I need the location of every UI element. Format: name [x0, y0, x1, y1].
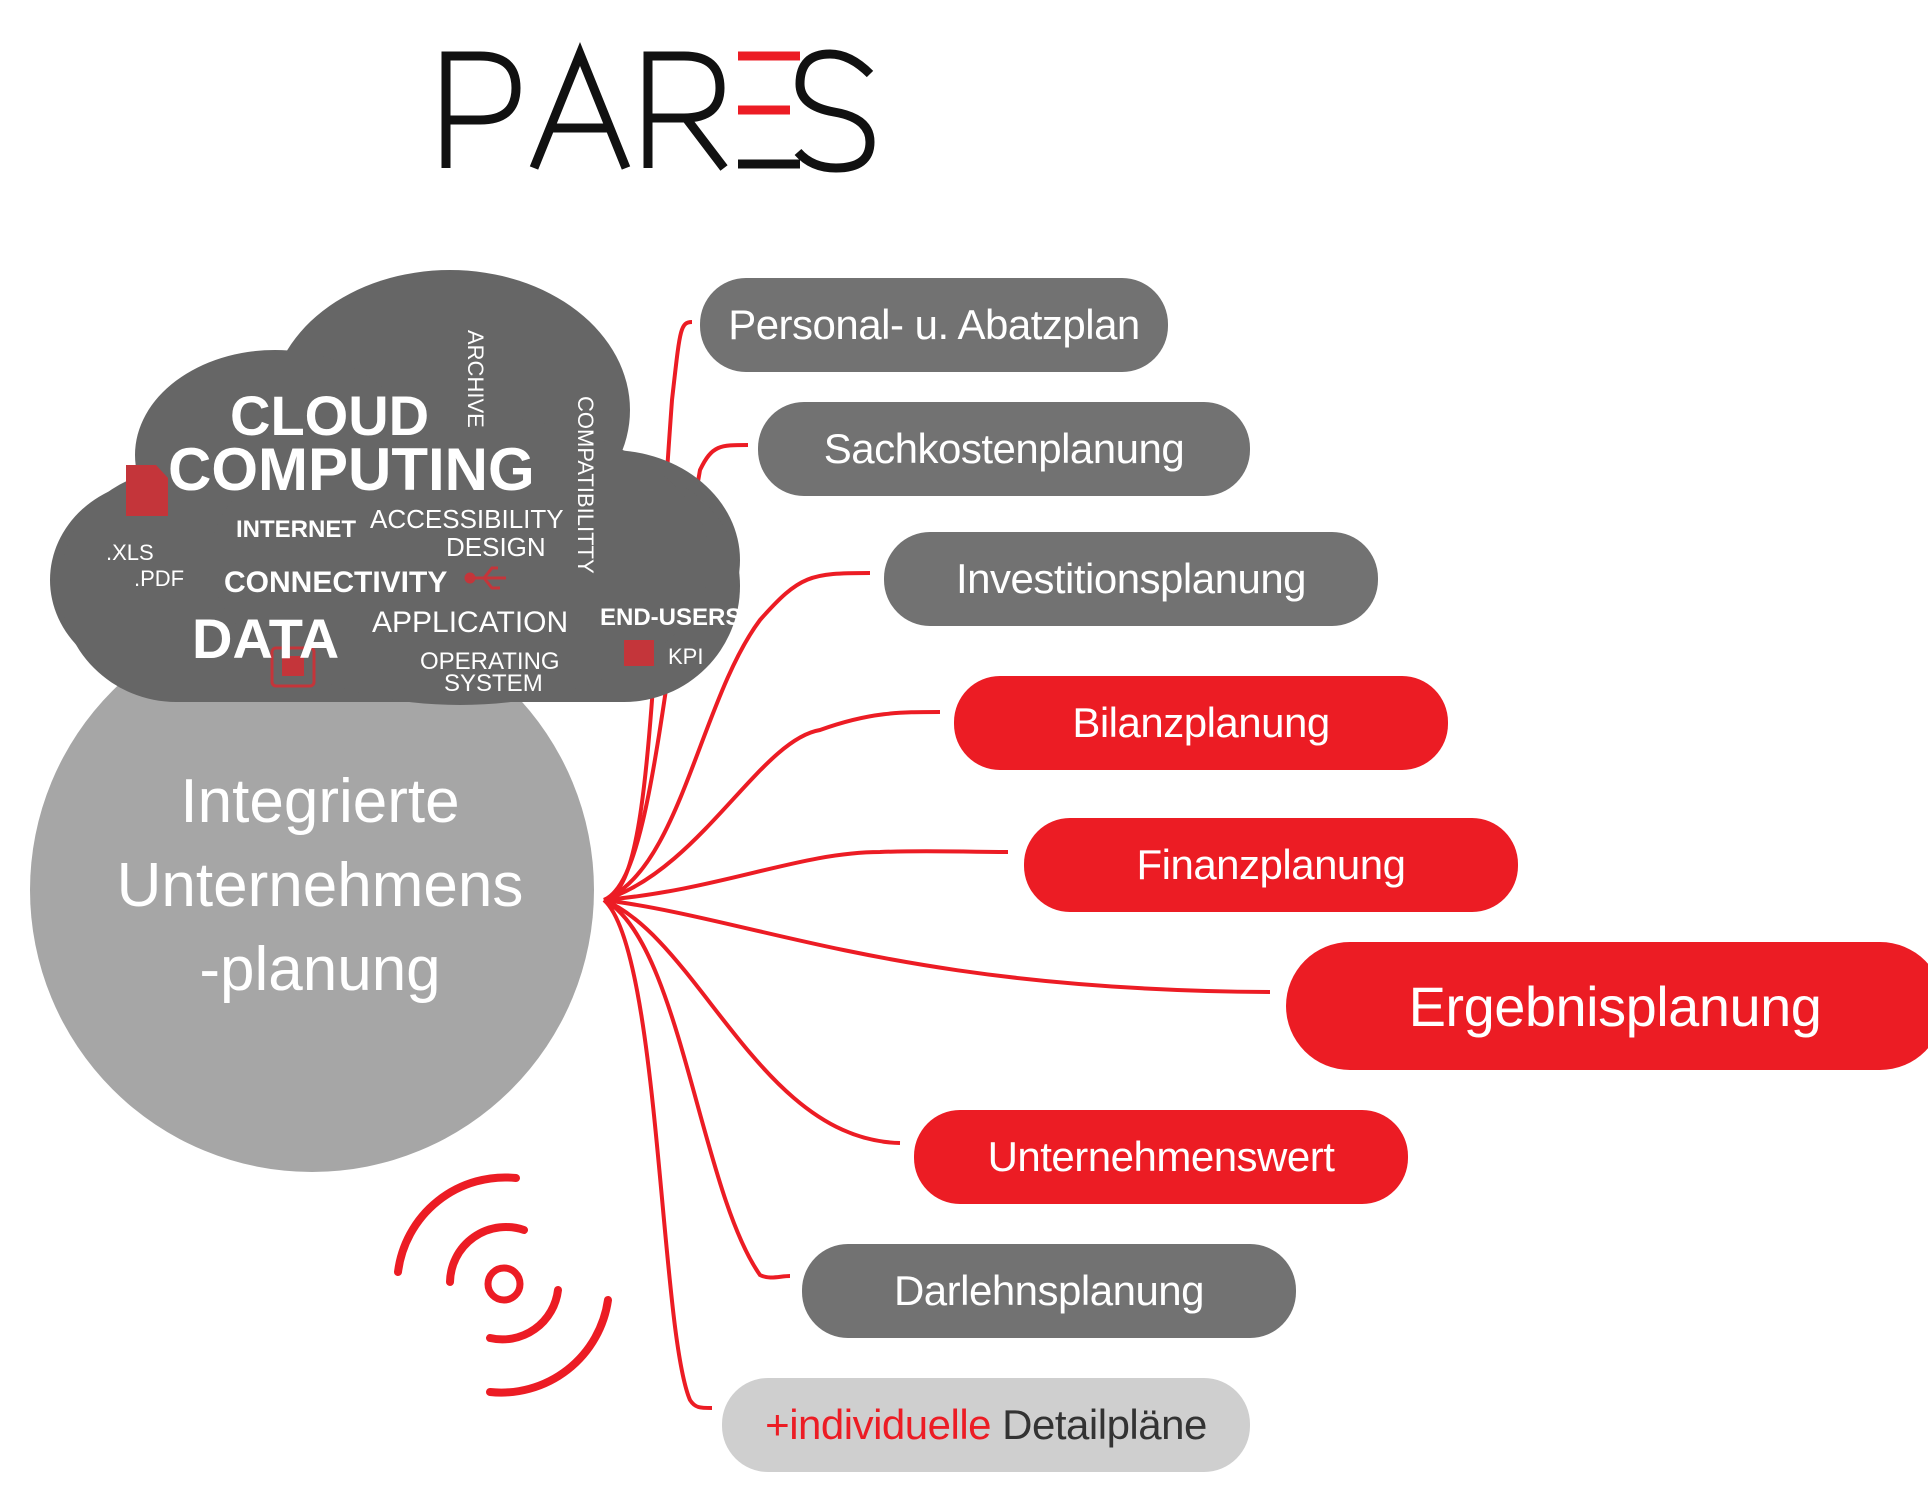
document-icon: [126, 465, 168, 516]
branch-unternehmenswert[interactable]: Unternehmenswert: [914, 1110, 1408, 1204]
hub-line-2: Unternehmens: [116, 851, 524, 920]
usb-icon: [464, 566, 506, 590]
cloud-word-system: SYSTEM: [444, 670, 543, 697]
cloud-title-line1: CLOUD: [230, 384, 430, 447]
branch-bilanz[interactable]: Bilanzplanung: [954, 676, 1448, 770]
cloud-word-connectivity: CONNECTIVITY: [224, 566, 448, 599]
wireless-signal-icon: [394, 1173, 612, 1397]
cloud-word-compatibility: COMPATIBILITTY: [573, 396, 598, 574]
cloud-word-application: APPLICATION: [372, 606, 569, 639]
individuelle-prefix: +individuelle: [765, 1401, 992, 1448]
connector-6: [603, 898, 1271, 994]
cloud-word-end-users: END-USERS: [600, 604, 742, 631]
hub-circle: [30, 608, 594, 1172]
pares-logo: [441, 41, 875, 173]
hub-line-3: -planung: [199, 935, 441, 1004]
branch-darlehn[interactable]: Darlehnsplanung: [802, 1244, 1296, 1338]
branch-ergebnis[interactable]: Ergebnisplanung: [1286, 942, 1928, 1070]
cloud-word-kpi: KPI: [668, 644, 704, 669]
cloud-word-xls: .XLS: [106, 540, 154, 565]
branch-individuelle[interactable]: +individuelle Detailpläne: [722, 1378, 1250, 1472]
cloud-word-operating: OPERATING: [420, 648, 560, 675]
branch-investition[interactable]: Investitionsplanung: [884, 532, 1378, 626]
cloud-word-pdf: .PDF: [134, 566, 185, 591]
connector-4: [603, 710, 941, 902]
cloud-word-data: DATA: [192, 607, 340, 670]
kpi-chart-icon: [624, 640, 654, 666]
hub-label: Integrierte Unternehmens -planung: [60, 760, 580, 1012]
cloud-word-design: DESIGN: [446, 532, 546, 562]
connector-3: [603, 571, 871, 902]
detailplaene-suffix: Detailpläne: [991, 1401, 1207, 1448]
connector-8: [603, 898, 791, 1280]
cloud-word-accessibility: ACCESSIBILITY: [370, 504, 564, 534]
branch-finanz[interactable]: Finanzplanung: [1024, 818, 1518, 912]
cloud-word-internet: INTERNET: [236, 516, 356, 543]
cloud-title-line2: COMPUTING: [168, 436, 535, 503]
network-port-icon: [270, 646, 316, 688]
hub-line-1: Integrierte: [180, 767, 460, 836]
cloud-shape: [50, 270, 740, 705]
branch-sachkosten[interactable]: Sachkostenplanung: [758, 402, 1250, 496]
connector-7: [603, 898, 901, 1145]
branch-personal[interactable]: Personal- u. Abatzplan: [700, 278, 1168, 372]
cloud-word-archive: ARCHIVE: [463, 330, 488, 428]
connector-5: [603, 849, 1009, 902]
connector-9: [602, 898, 713, 1410]
